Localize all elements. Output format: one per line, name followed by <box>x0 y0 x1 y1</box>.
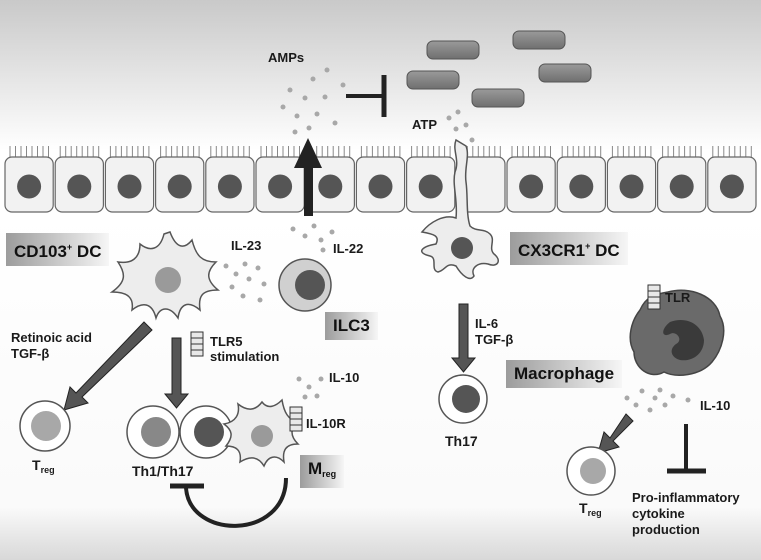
macrophage-box: Macrophage <box>506 360 623 388</box>
mreg-inhibition-arc <box>184 477 288 528</box>
treg-right-label: Treg <box>579 500 602 519</box>
epithelial-nucleus <box>368 174 393 199</box>
epithelial-nucleus <box>117 174 142 199</box>
il10-mac-label: IL-10 <box>700 398 731 413</box>
il22-up-arrow <box>294 138 322 216</box>
lumen <box>0 0 761 150</box>
ilc3-box: ILC3 <box>325 312 378 340</box>
stimulation-label: stimulation <box>210 349 280 364</box>
epithelial-layer <box>4 146 757 213</box>
epithelial-nucleus <box>167 174 192 199</box>
tlr-receptor-icon <box>647 284 661 310</box>
il23-dots <box>223 261 267 303</box>
th17-icon <box>438 374 488 424</box>
epithelial-nucleus <box>67 174 92 199</box>
mreg-icon <box>222 398 300 468</box>
il10r-receptor-icon <box>289 406 303 432</box>
atp-dots <box>446 109 475 143</box>
arrow-to-th1-th17 <box>163 337 190 409</box>
retinoic-acid-label: Retinoic acid <box>11 330 92 345</box>
ilc3-icon <box>278 258 332 312</box>
tlr5-label: TLR5 <box>210 334 243 349</box>
microvilli <box>511 146 551 157</box>
epithelial-nucleus <box>318 174 343 199</box>
treg-left-label: Treg <box>32 457 55 476</box>
microvilli <box>160 146 200 157</box>
epithelial-nucleus <box>669 174 694 199</box>
il10-mreg-dots <box>296 376 324 400</box>
bacteria-icon <box>406 30 592 108</box>
macrophage-icon <box>629 289 725 376</box>
arrow-to-treg-right <box>597 413 634 454</box>
arrow-to-th17 <box>450 303 477 373</box>
pro-inflammatory-label-3: production <box>632 522 700 537</box>
tlr-label: TLR <box>665 290 691 305</box>
microvilli <box>109 146 150 157</box>
mreg-box: Mreg <box>300 455 345 488</box>
amps-label: AMPs <box>268 50 305 65</box>
pro-inflammatory-label-1: Pro-inflammatory <box>632 490 740 505</box>
microvilli <box>360 146 401 157</box>
th1-th17-icon <box>126 405 233 459</box>
microvilli <box>260 146 300 157</box>
epithelial-nucleus <box>268 174 293 199</box>
il22-dots <box>290 223 335 253</box>
microvilli <box>59 146 100 157</box>
treg-left-icon <box>19 400 71 452</box>
atp-label: ATP <box>412 117 438 132</box>
pro-inflammatory-label-2: cytokine <box>632 506 685 521</box>
amp-dots <box>280 67 346 135</box>
th1-th17-label: Th1/Th17 <box>132 463 194 479</box>
epithelial-nucleus <box>217 174 242 199</box>
cd103-dc-icon <box>109 231 221 321</box>
arrow-to-treg <box>63 321 153 411</box>
il23-label: IL-23 <box>231 238 262 253</box>
cd103-dc-box: CD103+ DC <box>6 233 110 266</box>
receptor-icon <box>190 331 204 357</box>
il22-label: IL-22 <box>333 241 364 256</box>
microvilli <box>712 146 752 157</box>
il6-label: IL-6 <box>475 316 499 331</box>
epithelial-nucleus <box>619 174 644 199</box>
treg-right-icon <box>566 446 616 496</box>
epithelial-nucleus <box>519 174 544 199</box>
microvilli <box>662 146 702 157</box>
th17-label: Th17 <box>445 433 478 449</box>
microvilli <box>210 146 250 157</box>
microvilli <box>561 146 602 157</box>
il10r-label: IL-10R <box>306 416 346 431</box>
il10-mac-dots <box>624 387 691 413</box>
cx3cr1-dc-box: CX3CR1+ DC <box>510 232 628 265</box>
epithelial-nucleus <box>418 174 443 199</box>
epithelial-nucleus <box>569 174 594 199</box>
microvilli <box>9 146 49 157</box>
tgfb-th17-label: TGF-β <box>475 332 514 347</box>
epithelial-nucleus <box>17 174 42 199</box>
il10-mreg-label: IL-10 <box>329 370 360 385</box>
microvilli <box>611 146 652 157</box>
microvilli <box>411 146 451 157</box>
epithelial-nucleus <box>719 174 744 199</box>
tgfb-label: TGF-β <box>11 346 50 361</box>
cx3cr1-dc-icon <box>420 138 499 280</box>
